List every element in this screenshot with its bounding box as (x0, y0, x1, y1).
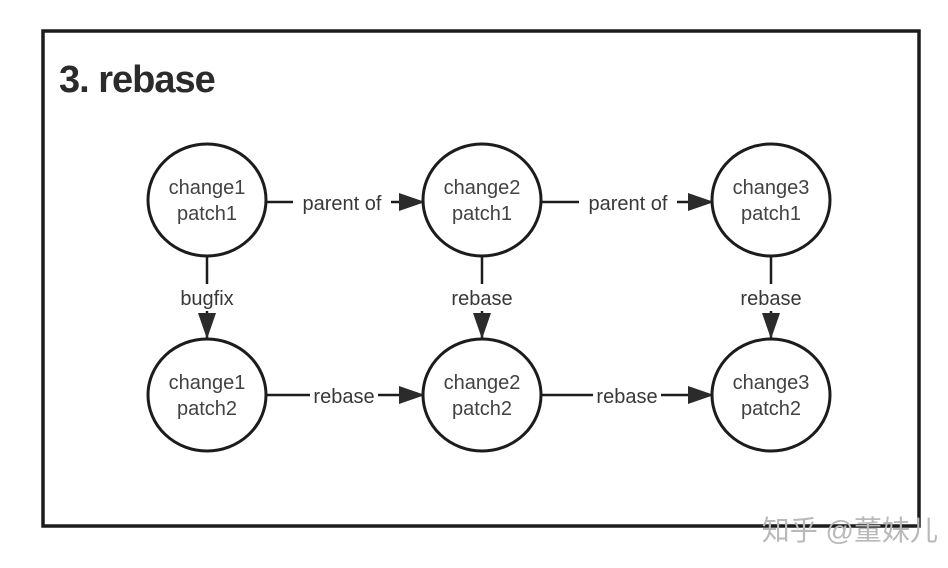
edge-label-bg (593, 383, 661, 407)
node-label-line2: patch1 (177, 203, 237, 225)
edge-label-parentof-2: parent of (589, 193, 668, 215)
node-label-line1: change1 (169, 372, 246, 394)
node-change1-patch1: change1 patch1 (146, 142, 268, 258)
edge-label-parentof-1: parent of (303, 193, 382, 215)
edge-label-bg (174, 284, 240, 311)
node-change3-patch2: change3 patch2 (710, 337, 832, 453)
edge-label-bg (310, 383, 378, 407)
edges-layer (198, 193, 780, 404)
node-label-line1: change2 (444, 177, 521, 199)
nodes-layer: change1 patch1 change2 patch1 change3 pa… (146, 142, 832, 453)
node-circle (421, 142, 543, 258)
node-label-line2: patch2 (741, 398, 801, 420)
node-label-line1: change3 (733, 372, 810, 394)
node-label-line2: patch2 (177, 398, 237, 420)
node-label-line1: change2 (444, 372, 521, 394)
frame-border (41, 29, 921, 528)
edge-label-bg (448, 284, 516, 311)
edge-label-bugfix: bugfix (180, 288, 233, 310)
node-circle (421, 337, 543, 453)
node-change2-patch1: change2 patch1 (421, 142, 543, 258)
node-change2-patch2: change2 patch2 (421, 337, 543, 453)
node-label-line2: patch2 (452, 398, 512, 420)
node-change3-patch1: change3 patch1 (710, 142, 832, 258)
node-label-line1: change1 (169, 177, 246, 199)
diagram-title: 3. rebase (59, 59, 215, 101)
node-circle (146, 337, 268, 453)
node-label-line2: patch1 (452, 203, 512, 225)
node-circle (710, 142, 832, 258)
edge-label-bg (737, 284, 805, 311)
edge-labels-layer: parent of parent of bugfix rebase rebase… (174, 190, 805, 408)
edge-label-bg (579, 190, 677, 214)
node-label-line1: change3 (733, 177, 810, 199)
node-label-line2: patch1 (741, 203, 801, 225)
edge-label-rebase-bottom2: rebase (596, 386, 657, 408)
node-circle (146, 142, 268, 258)
node-circle (710, 337, 832, 453)
edge-label-bg (293, 190, 391, 214)
edge-label-rebase-bottom1: rebase (313, 386, 374, 408)
node-change1-patch2: change1 patch2 (146, 337, 268, 453)
watermark: 知乎 @董妹儿 (762, 515, 938, 546)
edge-label-rebase-mid: rebase (451, 288, 512, 310)
edge-label-rebase-right: rebase (740, 288, 801, 310)
